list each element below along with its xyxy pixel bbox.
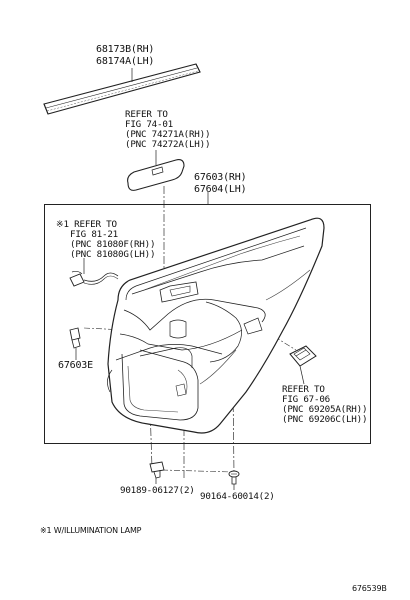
switch-bezel-part: [127, 159, 185, 191]
inside-handle-part: [289, 345, 317, 367]
clip-67603e-label: 67603E: [58, 360, 93, 371]
door-trim-panel-part: [107, 217, 325, 434]
handle-pnc-lh-label: (PNC 69206C(LH)): [282, 414, 368, 425]
panel-lh-label: 67604(LH): [194, 184, 247, 195]
switch-refer-label: REFER TO: [125, 109, 168, 120]
handle-pnc-rh-label: (PNC 69205A(RH)): [282, 404, 368, 415]
lamp-pnc-rh-label: (PNC 81080F(RH)): [70, 239, 156, 250]
switch-pnc-lh-label: (PNC 74272A(LH)): [125, 139, 211, 150]
screw-90164-label: 90164-60014(2): [200, 491, 275, 502]
courtesy-lamp-part: [69, 270, 119, 287]
molding-rh-label: 68173B(RH): [96, 44, 155, 55]
handle-refer-label: REFER TO: [282, 384, 325, 395]
figure-code-label: 676539B: [352, 584, 387, 593]
footnote-label: ※1 W/ILLUMINATION LAMP: [40, 526, 142, 535]
lamp-pnc-lh-label: (PNC 81080G(LH)): [70, 249, 156, 260]
switch-fig-label: FIG 74-01: [125, 119, 173, 130]
belt-molding-part: [43, 63, 201, 115]
handle-fig-label: FIG 67-06: [282, 394, 330, 405]
panel-assembly-frame: [44, 204, 371, 444]
molding-lh-label: 68174A(LH): [96, 56, 155, 67]
switch-pnc-rh-label: (PNC 74271A(RH)): [125, 129, 211, 140]
panel-rh-label: 67603(RH): [194, 172, 247, 183]
lamp-fig-label: FIG 81-21: [70, 229, 118, 240]
clip-90189-part: [149, 461, 165, 479]
clip-90189-label: 90189-06127(2): [120, 485, 195, 496]
lamp-refer-label: ※1 REFER TO: [56, 219, 117, 230]
clip-67603e-part: [69, 327, 81, 349]
screw-90164-part: [228, 470, 240, 485]
